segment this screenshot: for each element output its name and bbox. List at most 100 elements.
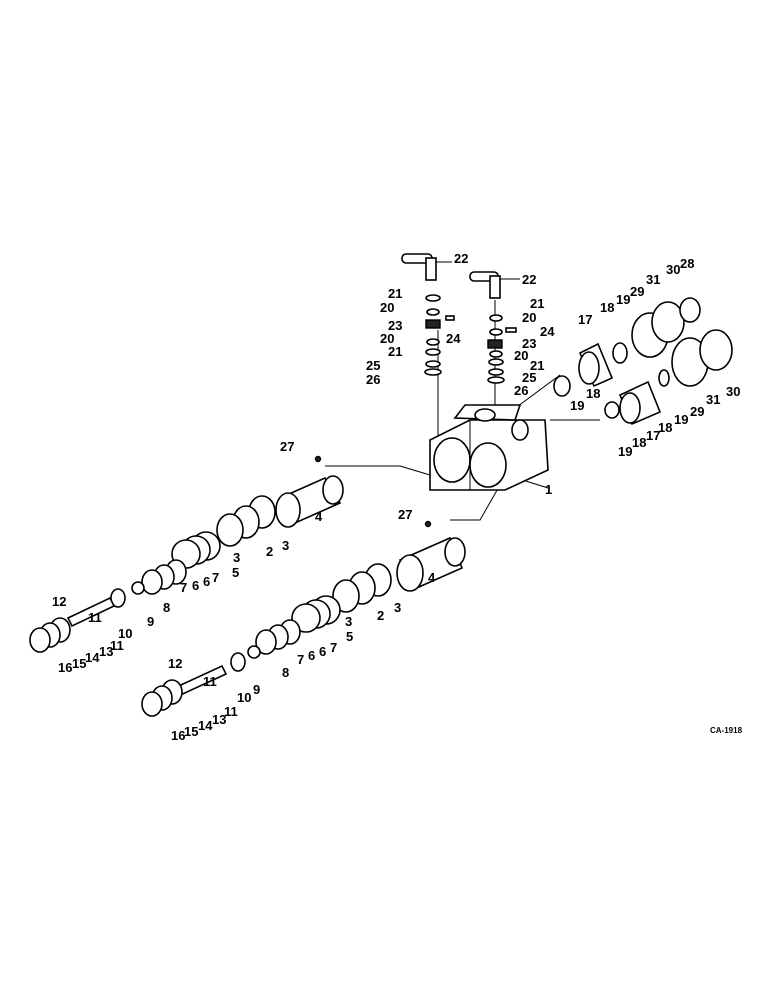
callout-labels: 1 4 4 5 5 27 27 22 22 28 CA-1918: [232, 251, 743, 735]
figure-code: CA-1918: [710, 726, 743, 735]
callout-number: 7: [180, 580, 187, 595]
leader-line: [325, 465, 431, 476]
upper-spool-assembly: [29, 475, 344, 653]
handle-pin-right: [469, 271, 501, 299]
callout-number: 21: [530, 296, 544, 311]
callout-number: 21: [388, 344, 402, 359]
callout-number: 23: [522, 336, 536, 351]
callout-group-upper-end: 1615141311: [58, 638, 124, 675]
callout-number: 20: [380, 331, 394, 346]
callout-number: 2: [266, 544, 273, 559]
valve-body: [429, 404, 549, 491]
callout-number: 19: [616, 292, 630, 307]
callout-number: 18: [600, 300, 614, 315]
callout-number: 13: [99, 644, 113, 659]
callout-number: 3: [394, 600, 401, 615]
callout-number: 8: [163, 600, 170, 615]
callout-27: 27: [280, 439, 294, 454]
callout-number: 15: [184, 724, 198, 739]
callout-1: 1: [545, 482, 552, 497]
callout-number: 3: [345, 614, 352, 629]
callout-number: 12: [168, 656, 182, 671]
callout-number: 19: [570, 398, 584, 413]
callout-number: 24: [446, 331, 461, 346]
callout-number: 19: [618, 444, 632, 459]
callout-number: 18: [586, 386, 600, 401]
callout-number: 10: [237, 690, 251, 705]
callout-number: 31: [706, 392, 720, 407]
callout-number: 26: [514, 383, 528, 398]
callout-number: 16: [58, 660, 72, 675]
callout-number: 12: [52, 594, 66, 609]
callout-22: 22: [522, 272, 536, 287]
callout-number: 16: [171, 728, 185, 743]
callout-number: 23: [388, 318, 402, 333]
ball-lower: [424, 520, 432, 528]
callout-27: 27: [398, 507, 412, 522]
callout-number: 8: [282, 665, 289, 680]
callout-number: 6: [192, 578, 199, 593]
right-upper-chain: [553, 297, 701, 397]
right-lower-chain: [604, 329, 733, 426]
callout-number: 21: [388, 286, 402, 301]
callout-group-right-upper-chain: 171819293130: [578, 262, 680, 327]
callout-number: 13: [212, 712, 226, 727]
callout-number: 3: [282, 538, 289, 553]
callout-number: 11: [203, 674, 217, 689]
callout-number: 3: [233, 550, 240, 565]
callout-5: 5: [232, 565, 239, 580]
callout-number: 14: [85, 650, 100, 665]
callout-number: 6: [308, 648, 315, 663]
callout-28: 28: [680, 256, 694, 271]
callout-number: 18: [632, 435, 646, 450]
callout-4: 4: [315, 509, 323, 524]
callout-number: 21: [530, 358, 544, 373]
callout-number: 20: [514, 348, 528, 363]
lower-spool-assembly: [141, 536, 466, 717]
callout-22: 22: [454, 251, 468, 266]
callout-number: 10: [118, 626, 132, 641]
callout-number: 7: [212, 570, 219, 585]
callout-number: 25: [366, 358, 380, 373]
callout-number: 9: [147, 614, 154, 629]
callout-group-right-lower-chain: 1918171819293130: [618, 384, 740, 459]
callout-number: 19: [674, 412, 688, 427]
callout-number: 6: [203, 574, 210, 589]
callout-group-lower-end: 1615141311: [171, 704, 238, 743]
callout-number: 7: [330, 640, 337, 655]
callout-number: 25: [522, 370, 536, 385]
callout-number: 2: [377, 608, 384, 623]
callout-number: 24: [540, 324, 555, 339]
callout-number: 20: [380, 300, 394, 315]
callout-number: 15: [72, 656, 86, 671]
callout-number: 11: [88, 610, 102, 625]
callout-number: 7: [297, 652, 304, 667]
callout-number: 6: [319, 644, 326, 659]
handle-pin-left: [401, 253, 437, 281]
callout-group-upper-spool: 12 11 10 9: [52, 594, 154, 641]
callout-number: 17: [578, 312, 592, 327]
callout-group-left-stack-side: 24: [446, 331, 461, 346]
callout-group-lower-spool: 1211109: [168, 656, 260, 705]
callout-number: 29: [690, 404, 704, 419]
right-stack-parts: [487, 314, 517, 384]
callout-number: 31: [646, 272, 660, 287]
callout-number: 26: [366, 372, 380, 387]
callout-number: 11: [110, 638, 124, 653]
callout-number: 17: [646, 428, 660, 443]
callout-number: 18: [658, 420, 672, 435]
callout-number: 29: [630, 284, 644, 299]
ball-upper: [314, 455, 322, 463]
callout-number: 14: [198, 718, 213, 733]
callout-number: 20: [522, 310, 536, 325]
left-stack-parts: [424, 294, 455, 376]
